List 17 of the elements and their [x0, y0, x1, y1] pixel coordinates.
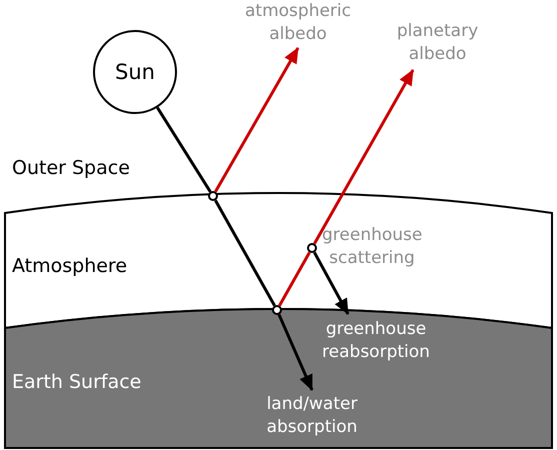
region-label: Outer Space	[12, 157, 130, 180]
ray-line	[214, 200, 276, 306]
ray-line	[156, 106, 212, 193]
earth-surface-layer	[5, 309, 552, 448]
arrow	[278, 314, 314, 391]
ray-line	[278, 252, 311, 306]
arrow	[313, 69, 414, 244]
arrow	[214, 47, 300, 192]
arrow	[313, 252, 350, 315]
region-label: Earth Surface	[12, 371, 142, 394]
sun-circle: Sun	[93, 30, 177, 114]
callout-text: atmospheric albedo	[240, 0, 356, 46]
callout-text: land/water absorption	[258, 393, 366, 439]
callout-text: planetary albedo	[380, 20, 495, 66]
region-label: Atmosphere	[12, 255, 128, 278]
callout-text: greenhouse reabsorption	[312, 318, 440, 364]
annotation-text: greenhouse scattering	[322, 224, 422, 270]
